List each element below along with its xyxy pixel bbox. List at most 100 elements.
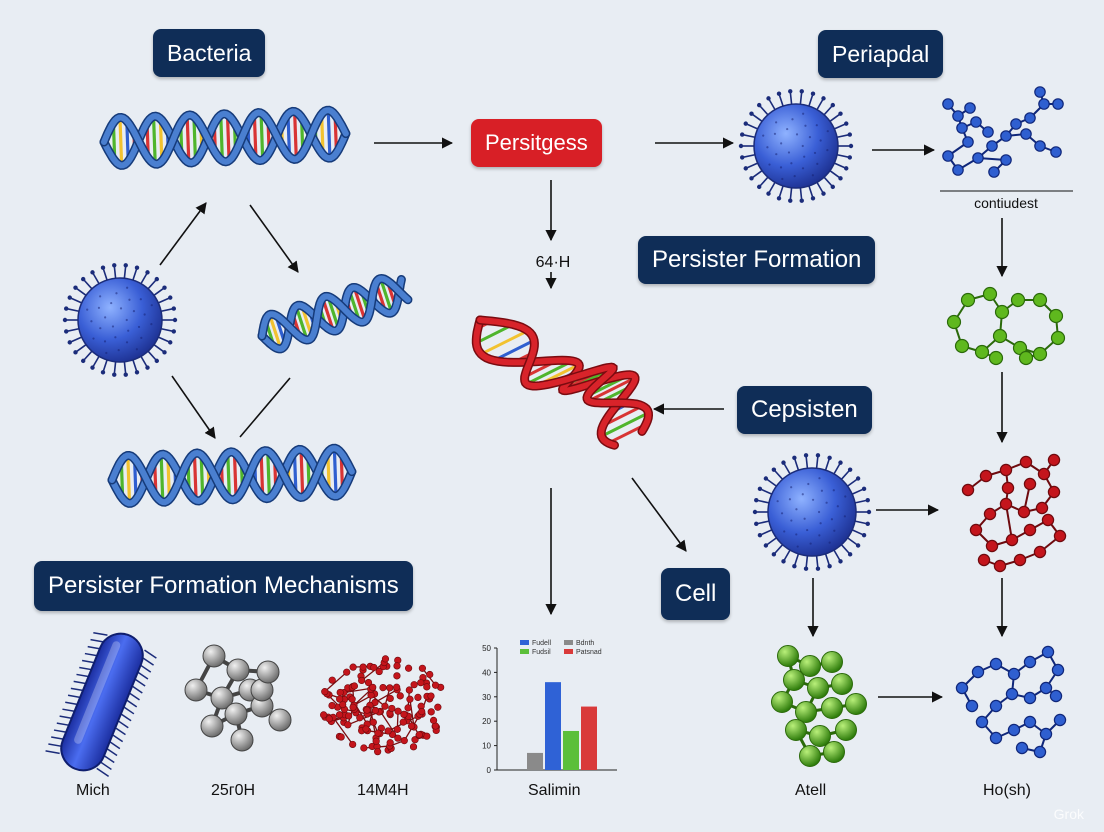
label-bacteria: Bacteria — [153, 29, 266, 77]
molecule-atom — [344, 721, 352, 729]
cell-texture-dot — [99, 295, 102, 298]
bacterium-cell-left — [62, 263, 178, 377]
molecule-atom — [1013, 553, 1027, 567]
molecule-atom — [230, 728, 254, 752]
molecule-atom — [345, 712, 353, 720]
chart-legend-label: Fudell — [532, 640, 552, 647]
molecule-atom — [1038, 98, 1050, 110]
cell-pilus-tip — [100, 265, 106, 270]
cell-pilus-tip — [162, 350, 167, 355]
molecule-atom — [388, 704, 396, 713]
molecule-atom — [835, 719, 857, 741]
cell-pilus-tip — [827, 564, 832, 569]
dna-base-pair — [299, 449, 305, 498]
molecule-atom — [321, 688, 329, 696]
molecule-atom — [363, 706, 371, 714]
molecule-atom — [1019, 455, 1033, 469]
molecule-atom — [349, 703, 357, 711]
cell-pilus-tip — [64, 306, 69, 311]
molecule-atom — [320, 711, 328, 719]
dna-strand — [259, 275, 411, 343]
molecule-atom — [418, 664, 427, 672]
cell-pilus-tip — [847, 467, 853, 472]
molecule-atom — [362, 725, 370, 733]
molecule-atom — [410, 681, 418, 689]
dna-base-pair — [192, 453, 198, 501]
cell-texture-dot — [833, 529, 836, 532]
molecule-atom — [946, 314, 962, 330]
molecule-atom — [821, 651, 843, 673]
molecule-atom — [328, 701, 336, 710]
chart-bar — [581, 706, 597, 770]
molecule-atom — [394, 734, 402, 742]
molecule-atom — [1048, 308, 1064, 324]
molecule-atom — [972, 152, 984, 164]
cell-pilus-tip — [810, 91, 816, 96]
cell-texture-dot — [802, 112, 805, 115]
molecule-atom — [364, 678, 373, 687]
molecule-atom — [200, 714, 224, 738]
molecule-atom — [988, 166, 1000, 178]
chart-legend-swatch — [564, 640, 573, 645]
dna-base-pair — [268, 314, 283, 350]
molecule-atom — [400, 737, 408, 745]
cell-texture-dot — [779, 166, 783, 169]
molecule-atom — [986, 140, 998, 152]
cell-pilus-tip — [754, 497, 759, 503]
cell-texture-dot — [135, 348, 138, 351]
dna-base-pair — [600, 411, 650, 438]
molecule-atom — [427, 692, 435, 700]
molecule-atom — [360, 744, 368, 752]
molecule-atom — [414, 693, 422, 701]
cell-texture-dot — [809, 542, 812, 545]
caption-atell: Atell — [795, 782, 827, 799]
chart-legend-label: Fudsil — [532, 649, 551, 656]
rod-flagellum — [48, 743, 63, 748]
molecule-atom — [965, 699, 979, 713]
molecule-bond — [324, 671, 348, 693]
molecule-atom — [343, 668, 351, 676]
chart-bar — [563, 730, 579, 770]
dna-base-pair — [480, 329, 529, 356]
cell-pilus-tip — [792, 455, 797, 460]
molecule-atom — [349, 740, 357, 749]
label-periapdal: Periapdal — [818, 30, 944, 78]
molecule-atom — [845, 693, 867, 715]
molecule-atom — [369, 718, 377, 726]
cell-texture-dot — [150, 323, 153, 326]
molecule-atom — [356, 714, 364, 722]
molecule-atom — [1017, 505, 1031, 519]
molecule-atom — [393, 683, 401, 691]
molecule-atom — [983, 507, 997, 521]
molecule-red-right — [961, 453, 1067, 573]
molecule-atom — [418, 707, 426, 716]
cell-pilus-tip — [743, 121, 748, 126]
molecule-atom — [1010, 118, 1022, 130]
molecule-atom — [970, 116, 982, 128]
cell-pilus-tip — [855, 543, 861, 548]
dna-base-pair — [226, 452, 231, 499]
cell-pilus-tip — [154, 276, 160, 282]
cell-texture-dot — [140, 336, 143, 339]
molecule-atom — [367, 691, 375, 699]
molecule-atom — [979, 469, 993, 483]
molecule-atom — [988, 350, 1004, 366]
chart-legend-swatch — [564, 649, 573, 654]
molecule-gray-cluster — [184, 644, 292, 752]
cell-pilus-tip — [743, 166, 748, 171]
molecule-atom — [379, 683, 387, 692]
chart-legend-swatch — [520, 640, 529, 645]
cell-pilus-tip — [134, 370, 140, 375]
cell-pilus-tip — [810, 196, 816, 201]
molecule-atom — [982, 126, 994, 138]
molecule-atom — [409, 743, 418, 751]
molecule-atom — [325, 715, 333, 723]
cell-texture-dot — [780, 142, 783, 145]
cell-texture-dot — [807, 482, 810, 486]
molecule-atom — [381, 655, 390, 663]
caption-hosh: Ho(sh) — [983, 782, 1032, 799]
cell-texture-dot — [117, 349, 120, 352]
molecule-atom — [256, 660, 280, 684]
cell-texture-dot — [128, 298, 131, 301]
molecule-atom — [369, 683, 377, 691]
